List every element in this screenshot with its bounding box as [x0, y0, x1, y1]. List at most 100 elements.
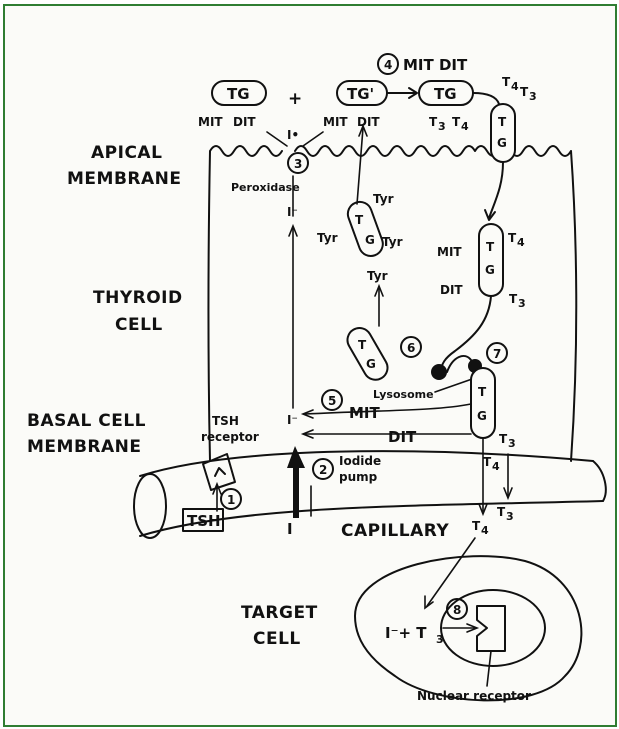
arrow-tg-to-apical-tg [473, 93, 499, 104]
arrow-to-left-dit [267, 132, 287, 146]
tg-6-group [343, 324, 392, 384]
step-3-number: 3 [294, 157, 302, 171]
cap-t4: T [472, 519, 481, 533]
tsh-receptor-label-2: receptor [201, 430, 259, 444]
basal-label-2: MEMBRANE [27, 437, 142, 457]
target-i-plus-t3: I⁻+ T [385, 624, 427, 642]
exit-t4-sub: 4 [492, 460, 500, 473]
iodide-pump-label-1: Iodide [339, 454, 381, 468]
tg-tyr-t: T [355, 213, 364, 227]
tsh-label: TSH [187, 512, 221, 530]
basal-label-1: BASAL CELL [27, 411, 146, 431]
right-t3: T [509, 292, 518, 306]
tg-prime-label: TG' [347, 85, 374, 103]
apical-label-1: APICAL [91, 143, 162, 163]
left-dit: DIT [233, 115, 256, 129]
diagram-frame: TG + TG' TG 4 MIT DIT MIT DIT MIT DIT T … [3, 4, 617, 727]
tsh-receptor-notch [215, 468, 225, 476]
lower-t3: T [499, 432, 508, 446]
iodine-capillary: I [287, 520, 293, 538]
arrow-tyr-to-mid [357, 128, 363, 204]
tg-tyr-g: G [365, 233, 375, 247]
lysosome-pointer [435, 378, 475, 392]
exit-t4: T [483, 455, 492, 469]
thyroid-label-2: CELL [115, 315, 163, 335]
apical-t4-sub: 4 [511, 80, 519, 93]
recycle-dit: DIT [388, 428, 417, 446]
top-t3: T [429, 115, 438, 129]
peroxidase-label: Peroxidase [231, 181, 300, 194]
nuclear-receptor-label: Nuclear receptor [417, 689, 531, 703]
top-t4: T [452, 115, 461, 129]
apical-t4: T [502, 75, 511, 89]
tyr-top: Tyr [373, 192, 394, 206]
step-8-number: 8 [453, 603, 461, 617]
tg-apical-pill [491, 104, 515, 162]
tg-apical-g: G [497, 136, 507, 150]
target-t3-sub: 3 [436, 633, 444, 646]
tsh-receptor-label-1: TSH [212, 414, 239, 428]
tg-right-t: T [486, 240, 495, 254]
target-label-1: TARGET [241, 603, 318, 623]
tg-6-pill [343, 324, 392, 384]
iodide-pump-arrow [287, 446, 305, 518]
thyroid-label-1: THYROID [93, 288, 183, 308]
iodine-radical: I• [287, 128, 299, 142]
lysosome-label: Lysosome [373, 388, 434, 401]
tg-right-pill [479, 224, 503, 296]
apical-t3-sub: 3 [529, 90, 537, 103]
top-t4-sub: 4 [461, 120, 469, 133]
tg-6-t: T [358, 338, 367, 352]
left-mit: MIT [198, 115, 223, 129]
right-t3-sub: 3 [518, 297, 526, 310]
right-t4-sub: 4 [517, 236, 525, 249]
step-1-number: 1 [227, 493, 235, 507]
tg-right-g: G [485, 263, 495, 277]
tyr-right: Tyr [382, 235, 403, 249]
tg-lower-g: G [477, 409, 487, 423]
plus-sign: + [288, 89, 303, 109]
step-4-mit-dit: MIT DIT [403, 56, 468, 74]
capillary-end [134, 474, 166, 538]
capillary-right-end [593, 461, 606, 501]
nuclear-receptor-pointer [487, 651, 491, 686]
apical-label-2: MEMBRANE [67, 169, 182, 189]
right-mit: MIT [437, 245, 462, 259]
right-dit: DIT [440, 283, 463, 297]
mid-dit: DIT [357, 115, 380, 129]
target-label-2: CELL [253, 629, 301, 649]
tg-lower-pill [471, 368, 495, 438]
mid-mit: MIT [323, 115, 348, 129]
step-7-number: 7 [493, 347, 501, 361]
capillary-label: CAPILLARY [341, 521, 449, 541]
lysosome-arc [447, 356, 471, 372]
arrow-apical-tg-down [489, 162, 503, 218]
cap-t4-sub: 4 [481, 524, 489, 537]
pseudopod-curve [441, 296, 491, 372]
step-6-number: 6 [407, 341, 415, 355]
arrow-to-mid-mit [303, 132, 323, 146]
cap-t3: T [497, 505, 506, 519]
cap-t3-sub: 3 [506, 510, 514, 523]
iodide-pump-label-2: pump [339, 470, 378, 484]
tg-lower-t: T [478, 385, 487, 399]
nuclear-receptor-shape [477, 606, 505, 651]
thyroid-hormone-synthesis-diagram: TG + TG' TG 4 MIT DIT MIT DIT MIT DIT T … [5, 6, 615, 725]
iodide-basal: I⁻ [287, 413, 298, 427]
top-t3-sub: 3 [438, 120, 446, 133]
tg-left-label: TG [227, 85, 250, 103]
step-5-number: 5 [328, 394, 336, 408]
recycle-mit: MIT [349, 404, 381, 422]
tg-tyr-group [344, 199, 386, 260]
iodide-apical: I⁻ [287, 205, 298, 219]
tg-tyr-pill [344, 199, 386, 260]
right-t4: T [508, 231, 517, 245]
tg-apical-t: T [498, 115, 507, 129]
lower-t3-sub: 3 [508, 437, 516, 450]
tyr-lower: Tyr [367, 269, 388, 283]
tg-6-g: G [366, 357, 376, 371]
step-2-number: 2 [319, 463, 327, 477]
step-4-number: 4 [384, 58, 392, 72]
apical-t3: T [520, 85, 529, 99]
t4-to-target-line [427, 538, 475, 606]
